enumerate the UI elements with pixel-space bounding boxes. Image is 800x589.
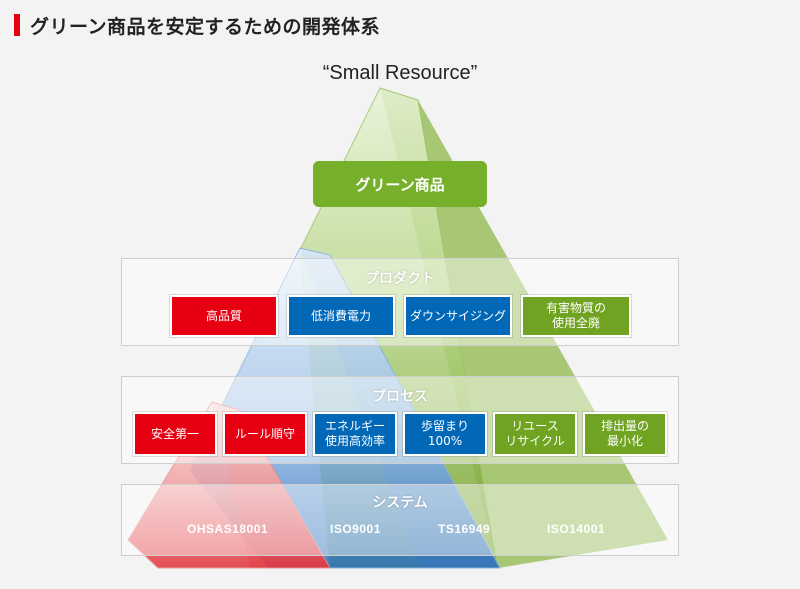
diagram-quote: “Small Resource”	[322, 62, 478, 84]
process-item: エネルギー使用高効率	[313, 412, 397, 456]
process-item: 安全第一	[133, 412, 217, 456]
process-item: ルール順守	[223, 412, 307, 456]
process-item: 排出量の最小化	[583, 412, 667, 456]
process-band-label: プロセス	[372, 389, 428, 405]
system-standard: OHSAS18001	[187, 522, 269, 536]
process-item: リユースリサイクル	[493, 412, 577, 456]
system-standard: ISO9001	[330, 522, 381, 536]
red-pyramid	[127, 401, 331, 569]
product-item: 有害物質の使用全廃	[521, 295, 631, 337]
system-standard: ISO14001	[547, 522, 606, 536]
page-header: グリーン商品を安定するための開発体系	[14, 10, 380, 40]
system-standard: TS16949	[438, 522, 491, 536]
system-band-label: システム	[372, 495, 428, 511]
product-item: 高品質	[170, 295, 278, 337]
page-title: グリーン商品を安定するための開発体系	[30, 15, 381, 38]
green-product-label: グリーン商品	[313, 161, 487, 207]
system-band	[121, 484, 679, 556]
product-item: 低消費電力	[287, 295, 395, 337]
product-band-label: プロダクト	[365, 271, 435, 287]
product-item: ダウンサイジング	[404, 295, 512, 337]
title-marker	[14, 14, 20, 36]
